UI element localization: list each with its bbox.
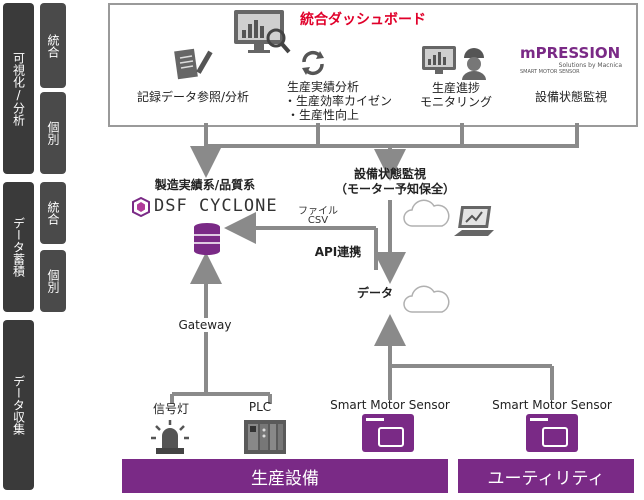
dashboard-item-equipment-label: 設備状態監視	[534, 90, 607, 104]
dashboard-item-production-label3: ・生産性向上	[286, 108, 359, 122]
sidebar-storage: データ蓄積	[3, 182, 34, 312]
sidebar-storage-individual-label: 個別	[46, 269, 60, 293]
mpression-logo-text: mPRESSION	[520, 44, 621, 62]
plc-icon	[244, 420, 286, 454]
sidebar-collection: データ収集	[3, 320, 34, 490]
sensor2-device-icon	[526, 414, 578, 452]
sidebar-analysis-integrated: 統合	[40, 3, 66, 88]
sidebar-storage-integrated-label: 統合	[46, 201, 60, 225]
dashboard-item-production-label2: ・生産効率カイゼン	[283, 94, 392, 108]
database-icon	[194, 223, 220, 255]
gateway-label: Gateway	[170, 318, 240, 332]
signal-light-label: 信号灯	[152, 402, 189, 416]
monitor-title-line2: （モーター予知保全）	[334, 182, 455, 196]
file-label-line2: CSV	[307, 215, 329, 226]
dashboard-item-progress-label1: 生産進捗	[431, 81, 480, 95]
mpression-logo-sub2: SMART MOTOR SENSOR	[520, 69, 580, 75]
monitor-title-line1: 設備状態監視	[353, 167, 426, 181]
dashboard-title: 統合ダッシュボード	[300, 12, 426, 28]
progress-monitor-icon	[422, 46, 486, 80]
sidebar-collection-label: データ収集	[11, 375, 26, 435]
sidebar-storage-integrated: 統合	[40, 182, 66, 244]
sensor1-device-icon	[362, 414, 414, 452]
laptop-chart-icon	[454, 206, 494, 236]
signal-light-icon	[151, 420, 189, 454]
mpression-logo-sub: Solutions by Macnica	[558, 62, 622, 69]
mpression-logo: mPRESSION Solutions by Macnica SMART MOT…	[520, 44, 628, 78]
sidebar-analysis-individual: 個別	[40, 92, 66, 174]
cloud-icon-upper	[403, 199, 450, 227]
plc-label: PLC	[248, 400, 272, 414]
cloud-icon-lower	[403, 285, 450, 313]
dashboard-box	[108, 3, 638, 127]
dashboard-item-progress-label2: モニタリング	[419, 95, 492, 109]
file-label-line1: ファイル	[298, 206, 338, 217]
sensor1-label: Smart Motor Sensor	[330, 398, 450, 412]
sidebar-storage-label: データ蓄積	[11, 217, 26, 277]
utility-band: ユーティリティ	[458, 459, 634, 493]
sidebar-storage-individual: 個別	[40, 250, 66, 312]
sensor2-label: Smart Motor Sensor	[492, 398, 612, 412]
dsf-cyclone-logo-icon	[132, 197, 150, 217]
dashboard-monitor-icon	[234, 10, 291, 54]
sidebar-analysis-integrated-label: 統合	[46, 33, 60, 58]
production-band: 生産設備	[122, 459, 448, 493]
dashboard-item-records-label: 記録データ参照/分析	[136, 90, 250, 104]
cycle-arrows-icon	[302, 50, 324, 76]
sidebar-analysis: 可視化/分析	[3, 3, 34, 174]
sidebar-analysis-individual-label: 個別	[46, 121, 60, 145]
data-label: データ	[356, 286, 393, 300]
sidebar-analysis-label: 可視化/分析	[11, 51, 26, 126]
dsf-cyclone-logo-text: DSF CYCLONE	[154, 196, 278, 216]
quality-title: 製造実績系/品質系	[154, 178, 256, 192]
document-pencil-icon	[174, 48, 213, 80]
dashboard-item-production-label1: 生産実績分析	[286, 80, 359, 94]
api-label: API連携	[314, 245, 362, 259]
